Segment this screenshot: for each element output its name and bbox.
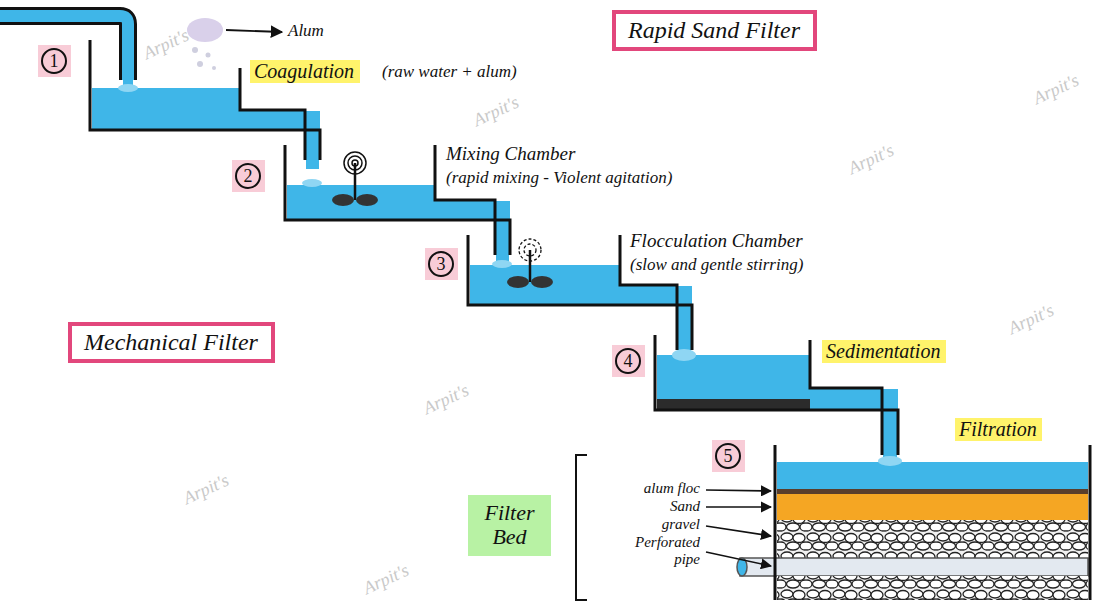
node-text: Rapid Sand Filter: [628, 17, 801, 44]
water: [92, 88, 1088, 490]
watermark: Arpit's: [140, 25, 192, 64]
callout-number: 2: [232, 160, 265, 192]
node-text: Sedimentation: [826, 340, 942, 363]
gravel-layer: [777, 520, 1088, 558]
watermark: Arpit's: [180, 470, 232, 509]
slow-stirrer: [507, 239, 553, 288]
sand-layer: [777, 494, 1088, 520]
stage-name: Flocculation Chamber: [630, 230, 803, 252]
side-title-box: Mechanical Filter: [68, 322, 275, 363]
node-text: Filtration: [959, 418, 1038, 441]
node-text: Mechanical Filter: [84, 329, 259, 356]
stage-note: (raw water + alum): [382, 62, 517, 82]
watermark: Arpit's: [470, 92, 522, 131]
watermark: Arpit's: [1005, 300, 1057, 339]
stage-note: (slow and gentle stirring): [630, 255, 803, 275]
watermark: Arpit's: [420, 380, 472, 419]
node-text: Coagulation: [254, 60, 356, 83]
callout-number: 3: [428, 251, 454, 277]
gravel-layer: [777, 576, 1088, 600]
callout-number: 3: [425, 248, 458, 280]
title-box: Rapid Sand Filter: [612, 10, 817, 51]
watermark: Arpit's: [845, 140, 897, 179]
layer-label: alum floc: [644, 480, 700, 497]
filter-bed-box: Filter Bed: [468, 495, 551, 556]
inlet-pipe-outline: [0, 16, 128, 80]
alum-arrow: [226, 30, 282, 32]
stage-note: (rapid mixing - Violent agitation): [446, 168, 672, 188]
layer-leaders: [706, 490, 771, 566]
callout-number: 2: [235, 163, 261, 189]
stage-name: Mixing Chamber: [446, 143, 575, 165]
layer-label: Perforated pipe: [620, 534, 700, 567]
layer-label: Sand: [670, 498, 700, 515]
stage-highlight: Sedimentation: [822, 340, 946, 363]
callout-number: 1: [41, 48, 67, 74]
perforated-pipe: [740, 558, 1088, 576]
callout-number: 5: [712, 440, 745, 472]
tank-walls: [90, 40, 1090, 600]
callout-number: 4: [615, 348, 641, 374]
filter-bed-bracket: [576, 455, 587, 600]
part-label: Alum: [288, 21, 324, 41]
watermark: Arpit's: [360, 560, 412, 599]
alum-dose: [187, 18, 223, 42]
callout-number: 1: [38, 45, 71, 77]
sludge: [657, 399, 810, 409]
callout-number: 4: [612, 345, 645, 377]
callout-number: 5: [715, 443, 741, 469]
stage-highlight: Filtration: [955, 418, 1042, 441]
stage-highlight: Coagulation: [250, 60, 360, 83]
layer-label: gravel: [662, 516, 700, 533]
watermark: Arpit's: [1030, 70, 1082, 109]
node-text: Filter Bed: [478, 501, 541, 549]
inlet-pipe: [0, 16, 128, 80]
rapid-mixer: [332, 152, 378, 206]
floc-layer: [777, 489, 1088, 494]
